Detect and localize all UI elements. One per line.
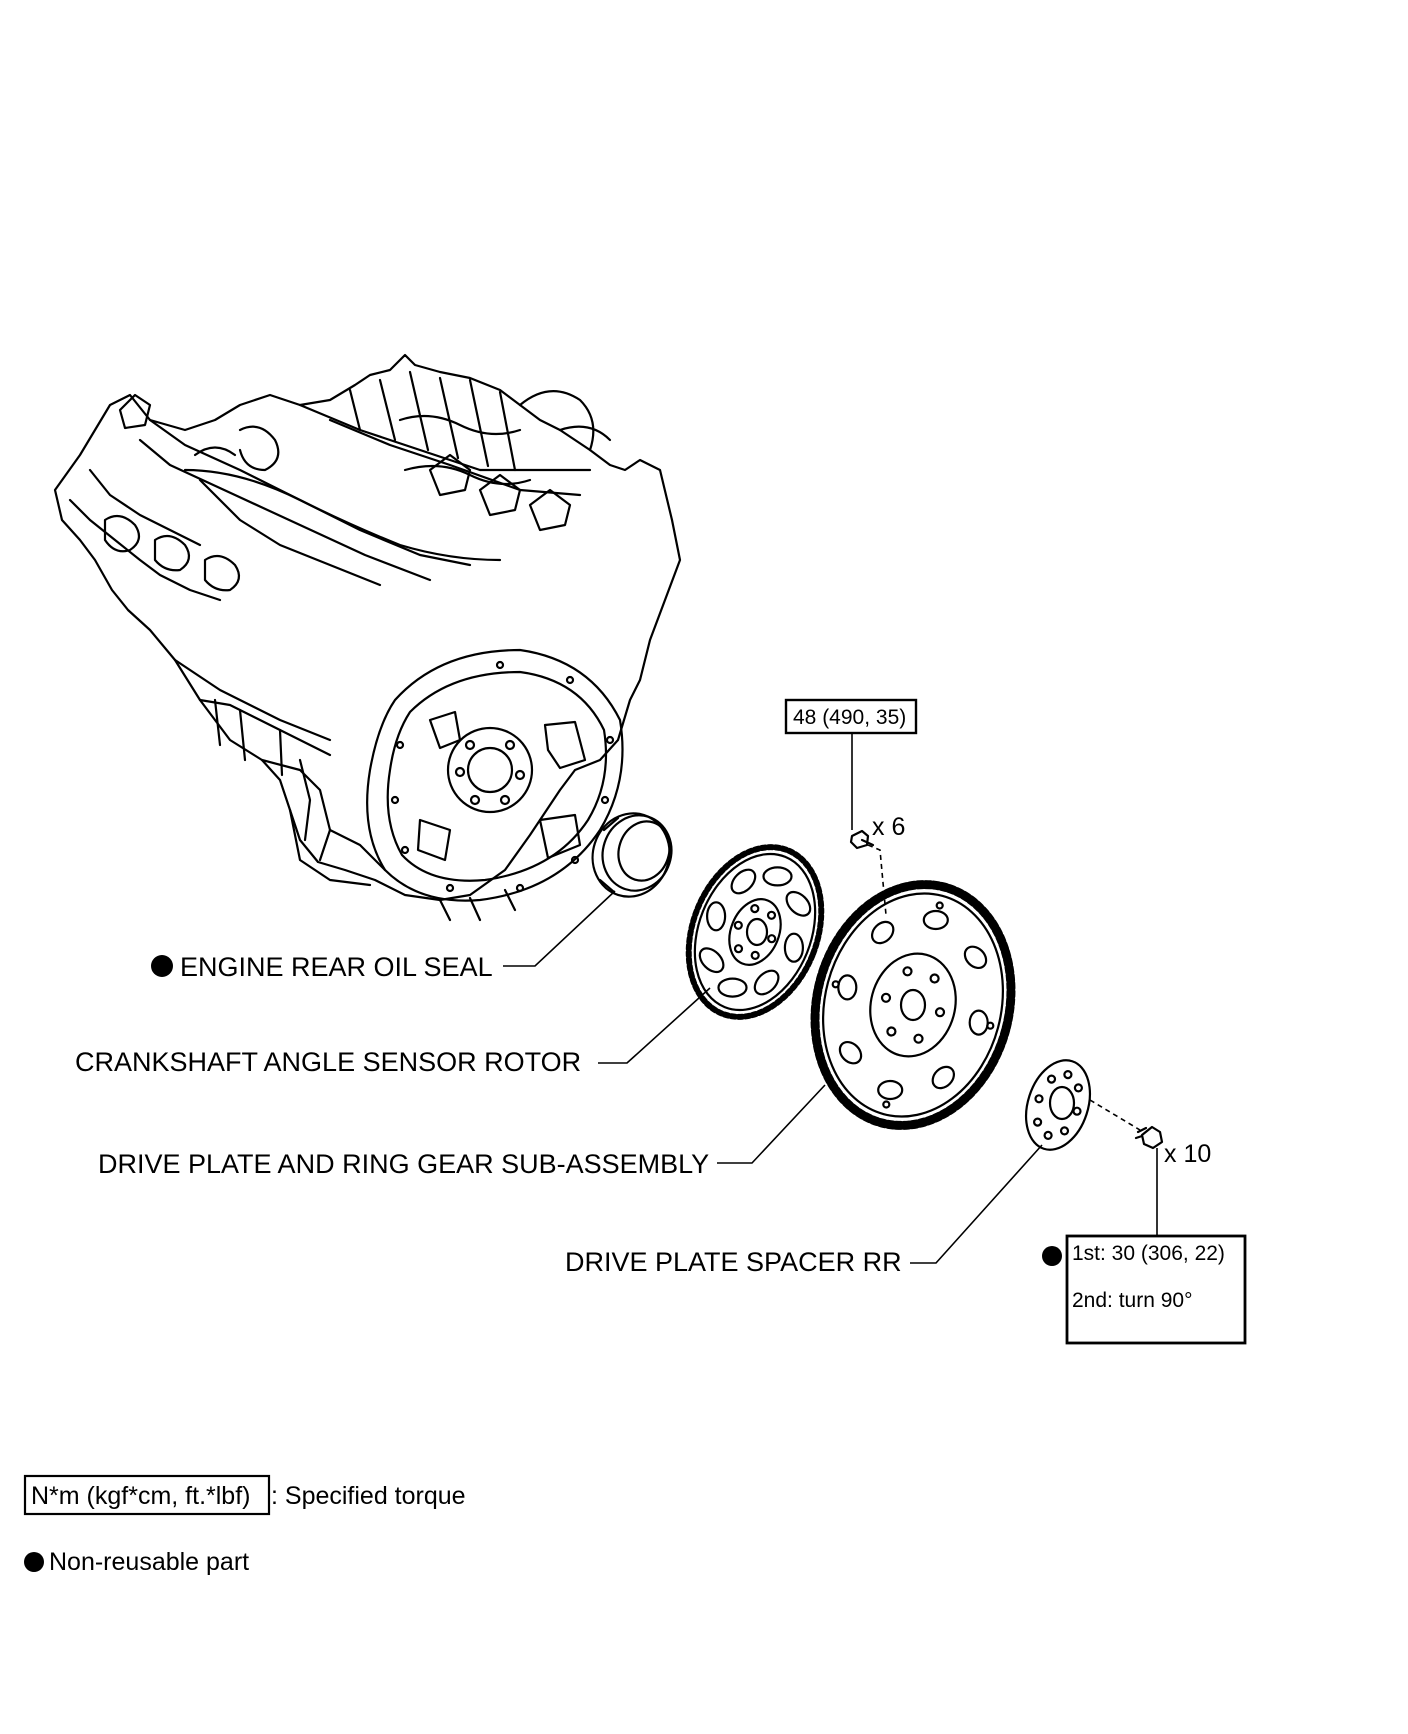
engine-block-icon: [53, 353, 682, 922]
engine-rear-oil-seal-label: ENGINE REAR OIL SEAL: [180, 952, 493, 982]
filled-circle-icon: [151, 955, 173, 977]
spacer-bolt-step2: 2nd: turn 90°: [1072, 1289, 1192, 1312]
crankshaft-angle-sensor-rotor-label: CRANKSHAFT ANGLE SENSOR ROTOR: [75, 1047, 581, 1077]
bolt-icon: [849, 829, 875, 850]
drive-plate-bolt-torque: 48 (490, 35): [793, 706, 906, 729]
drive-plate-icon: [810, 880, 1016, 1130]
drive-plate-spacer-label: DRIVE PLATE SPACER RR: [565, 1247, 902, 1277]
legend-non-reusable: Non-reusable part: [49, 1548, 249, 1576]
drive-plate-ring-gear-label: DRIVE PLATE AND RING GEAR SUB-ASSEMBLY: [98, 1149, 709, 1179]
sensor-rotor-icon: [685, 844, 825, 1020]
spacer-icon: [1025, 1059, 1091, 1151]
legend-torque-units: N*m (kgf*cm, ft.*lbf): [31, 1482, 250, 1510]
legend-torque-desc: : Specified torque: [271, 1482, 466, 1510]
bolt-icon: [1134, 1125, 1164, 1150]
drive-plate-bolt-qty: x 6: [872, 813, 905, 841]
spacer-bolt-step1: 1st: 30 (306, 22): [1072, 1242, 1225, 1265]
filled-circle-icon: [1042, 1246, 1062, 1266]
oil-seal-icon: [591, 812, 673, 898]
filled-circle-icon: [24, 1552, 44, 1572]
spacer-bolt-qty: x 10: [1164, 1140, 1211, 1168]
